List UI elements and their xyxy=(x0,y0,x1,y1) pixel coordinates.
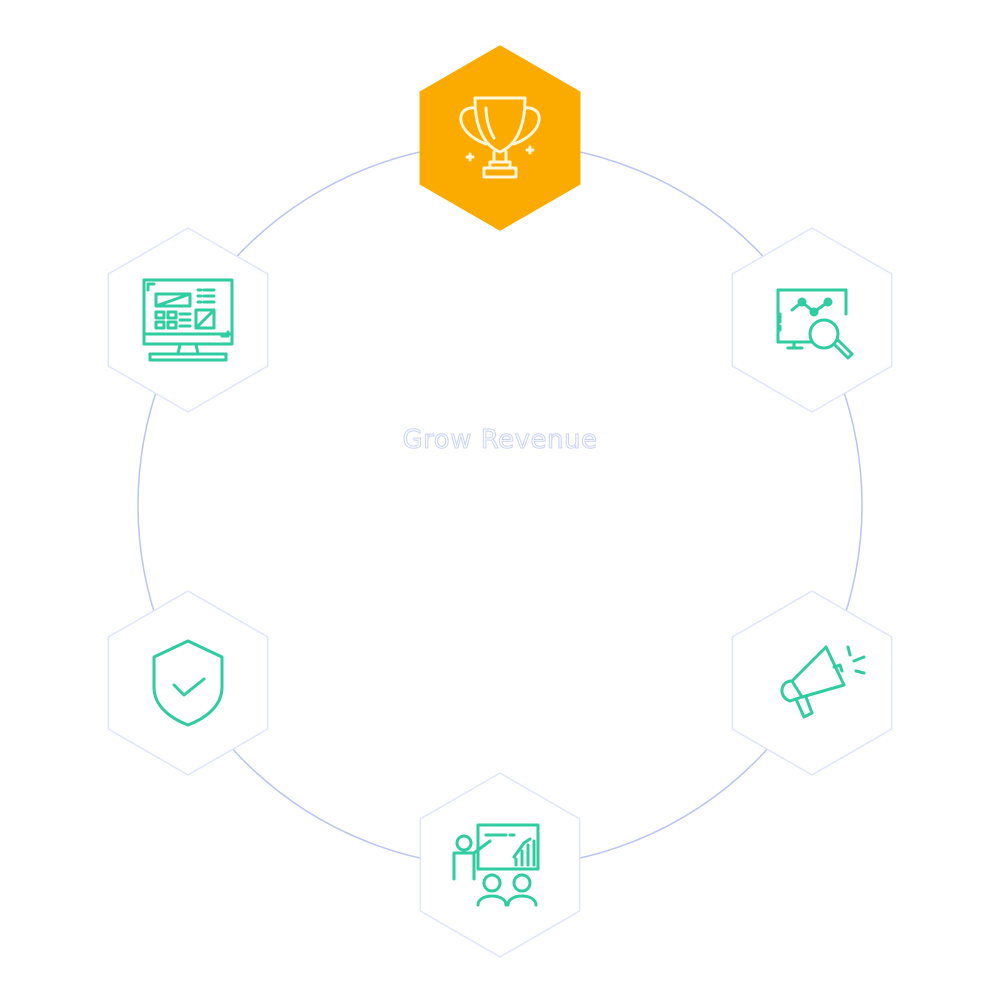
hex-node-security[interactable] xyxy=(107,590,269,776)
shield-check-icon xyxy=(152,639,224,727)
hex-node-marketing[interactable] xyxy=(731,590,893,776)
megaphone-icon xyxy=(780,645,866,719)
cycle-ring xyxy=(137,142,863,868)
hex-node-dashboard[interactable] xyxy=(107,227,269,413)
hex-shape xyxy=(419,772,581,958)
hex-shape xyxy=(731,590,893,776)
hex-shape xyxy=(107,590,269,776)
hex-node-presentation[interactable] xyxy=(419,772,581,958)
hex-node-trophy[interactable] xyxy=(419,45,581,231)
analytics-search-icon xyxy=(776,288,854,360)
center-title: Grow Revenue xyxy=(402,425,598,456)
presentation-icon xyxy=(452,823,540,907)
dashboard-monitor-icon xyxy=(142,278,234,362)
trophy-icon xyxy=(459,96,541,179)
hex-shape xyxy=(419,45,581,231)
hex-node-analytics[interactable] xyxy=(731,227,893,413)
hex-shape xyxy=(731,227,893,413)
